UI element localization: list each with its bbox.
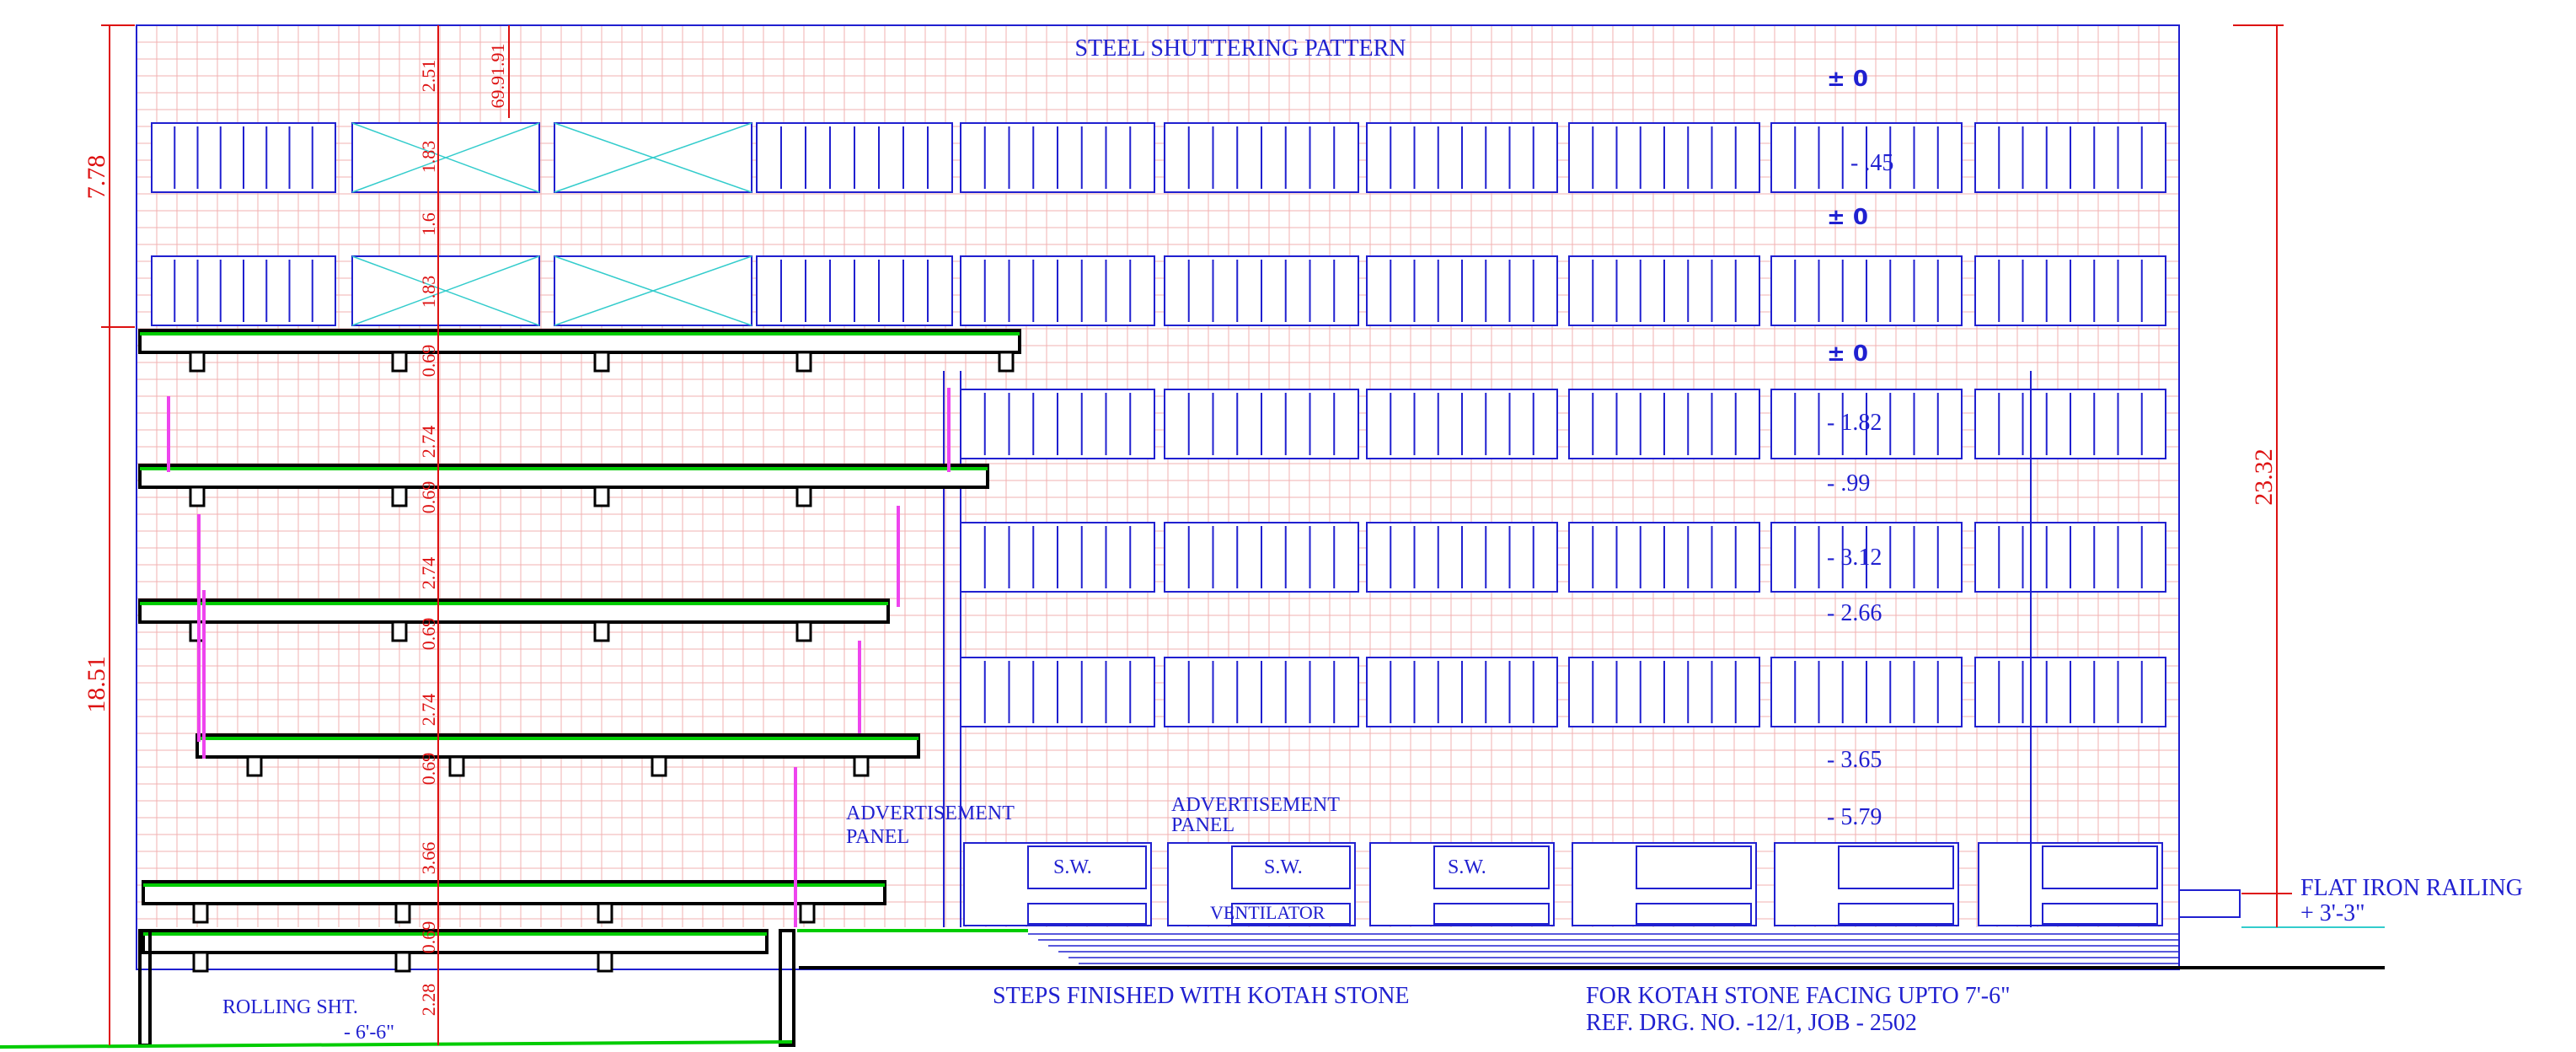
advert-panel-left-line1: ADVERTISEMENT bbox=[846, 802, 1015, 824]
beam-drop bbox=[391, 351, 408, 373]
beam-drop bbox=[192, 902, 209, 924]
ventilator-box bbox=[1838, 903, 1954, 925]
dim-top-detail: 69.91.91 bbox=[487, 44, 508, 109]
floor-dim-9: 0.69 bbox=[418, 618, 439, 651]
beam-drop bbox=[394, 951, 411, 973]
ventilator-box bbox=[1231, 903, 1351, 925]
beam-drop bbox=[394, 902, 411, 924]
level-mark-9: - 3.65 bbox=[1827, 747, 1882, 773]
shop-front bbox=[963, 842, 1152, 926]
beam-drop bbox=[853, 755, 870, 777]
sw-label-3: S.W. bbox=[1448, 856, 1486, 878]
drawing-title: STEEL SHUTTERING PATTERN bbox=[1074, 35, 1406, 62]
window-cross bbox=[554, 255, 752, 326]
advert-panel-mid-line1: ADVERTISEMENT bbox=[1171, 794, 1340, 816]
level-mark-7: - 3.12 bbox=[1827, 545, 1882, 571]
ventilator-box bbox=[2042, 903, 2158, 925]
level-mark-5: - 1.82 bbox=[1827, 410, 1882, 436]
floor-dim-11: 0.69 bbox=[418, 753, 439, 786]
beam-drop bbox=[795, 351, 812, 373]
beam-drop bbox=[795, 486, 812, 507]
shop-front bbox=[1774, 842, 1959, 926]
advert-panel-mid-line2: PANEL bbox=[1171, 814, 1234, 836]
beam-drop bbox=[998, 351, 1015, 373]
kotah-note-line1: FOR KOTAH STONE FACING UPTO 7'-6" bbox=[1586, 983, 2011, 1009]
beam-drop bbox=[593, 620, 610, 642]
show-window bbox=[1027, 845, 1147, 889]
beam-drop bbox=[597, 951, 613, 973]
beam-drop bbox=[246, 755, 263, 777]
beam-drop bbox=[795, 620, 812, 642]
beam-drop bbox=[593, 351, 610, 373]
floor-dim-3: 1.6 bbox=[418, 212, 439, 236]
beam-drop bbox=[799, 902, 816, 924]
ventilator-box bbox=[1636, 903, 1752, 925]
level-mark-3: ± 0 bbox=[1827, 205, 1868, 230]
advert-panel-left-line2: PANEL bbox=[846, 826, 909, 848]
window-cross bbox=[351, 122, 540, 193]
ground-and-steps bbox=[0, 889, 2385, 1049]
beam-drop bbox=[597, 902, 613, 924]
ventilator-box bbox=[1433, 903, 1550, 925]
sw-label-2: S.W. bbox=[1264, 856, 1303, 878]
floor-dim-13: 0.69 bbox=[418, 921, 439, 954]
floor-dim-4: 1.83 bbox=[418, 276, 439, 309]
beam-drop bbox=[448, 755, 465, 777]
show-window bbox=[1231, 845, 1351, 889]
rolling-shutter-line2: - 6'-6" bbox=[344, 1022, 394, 1044]
shop-front bbox=[1369, 842, 1555, 926]
floor-dim-1: 2.51 bbox=[418, 60, 439, 93]
steps-note: STEPS FINISHED WITH KOTAH STONE bbox=[993, 983, 1410, 1009]
level-mark-1: ± 0 bbox=[1827, 67, 1868, 92]
railing-note-line2: + 3'-3" bbox=[2300, 900, 2365, 926]
basement-wall bbox=[779, 929, 795, 1047]
floor-dim-7: 0.69 bbox=[418, 481, 439, 514]
show-window bbox=[1433, 845, 1550, 889]
dim-lower-height: 18.51 bbox=[83, 656, 110, 713]
show-window bbox=[1636, 845, 1752, 889]
level-mark-8: - 2.66 bbox=[1827, 600, 1882, 626]
sw-label-1: S.W. bbox=[1053, 856, 1092, 878]
show-window bbox=[2042, 845, 2158, 889]
ground-line bbox=[0, 1040, 793, 1049]
kotah-note-line2: REF. DRG. NO. -12/1, JOB - 2502 bbox=[1586, 1010, 1917, 1036]
floor-dim-14: 2.28 bbox=[418, 984, 439, 1017]
shop-front bbox=[1572, 842, 1757, 926]
floor-dim-12: 3.66 bbox=[418, 842, 439, 875]
dimension-lines bbox=[101, 24, 2284, 1045]
dim-upper-height: 7.78 bbox=[83, 155, 110, 200]
floor-dim-6: 2.74 bbox=[418, 426, 439, 459]
floor-dim-8: 2.74 bbox=[418, 557, 439, 590]
show-window bbox=[1838, 845, 1954, 889]
floor-dim-2: 1.83 bbox=[418, 141, 439, 174]
level-mark-4: ± 0 bbox=[1827, 341, 1868, 367]
level-mark-6: - .99 bbox=[1827, 470, 1870, 496]
beam-drop bbox=[189, 351, 206, 373]
rolling-shutter-line1: ROLLING SHT. bbox=[222, 996, 358, 1018]
shop-front bbox=[1978, 842, 2163, 926]
beam-drop bbox=[391, 620, 408, 642]
beam-drop bbox=[593, 486, 610, 507]
level-mark-10: - 5.79 bbox=[1827, 804, 1882, 830]
floor-dim-5: 0.69 bbox=[418, 345, 439, 378]
railing-box bbox=[2178, 889, 2241, 918]
window-cross bbox=[351, 255, 540, 326]
ventilator-box bbox=[1027, 903, 1147, 925]
level-mark-2: - .45 bbox=[1850, 150, 1893, 176]
dim-total-height: 23.32 bbox=[2250, 448, 2278, 506]
beam-drop bbox=[651, 755, 667, 777]
railing-note-line1: FLAT IRON RAILING bbox=[2300, 875, 2523, 901]
beam-drop bbox=[391, 486, 408, 507]
window-cross bbox=[554, 122, 752, 193]
window-bands bbox=[151, 122, 2166, 926]
beam-drop bbox=[192, 951, 209, 973]
shop-front bbox=[1167, 842, 1356, 926]
floor-dim-10: 2.74 bbox=[418, 694, 439, 727]
ventilator-label: VENTILATOR bbox=[1210, 902, 1325, 923]
beam-drop bbox=[189, 486, 206, 507]
building-section bbox=[138, 329, 1021, 1047]
